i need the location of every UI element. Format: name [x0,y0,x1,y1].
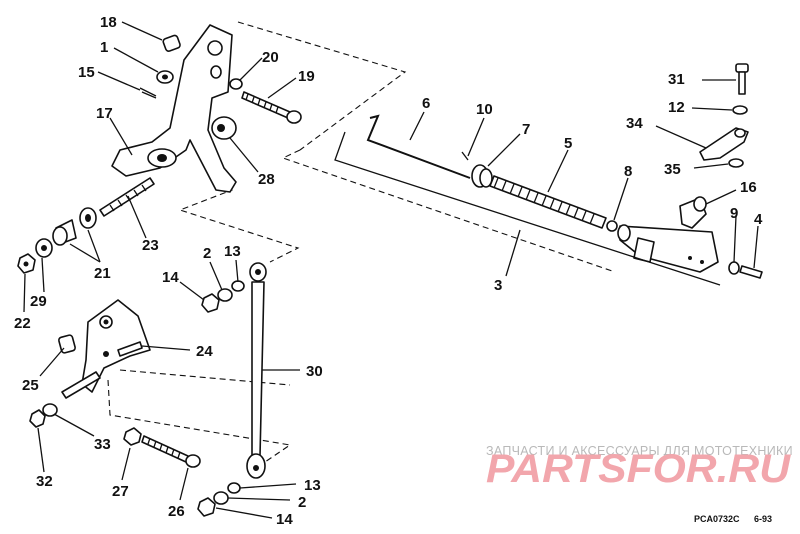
nut-22 [17,253,36,274]
callout-3: 3 [494,277,502,294]
spring-clip-10 [461,151,469,161]
callout-12: 12 [668,99,685,116]
callout-2-lower: 2 [298,494,306,511]
drawing-date: 6-93 [754,514,772,524]
link-rod-30 [246,262,267,479]
callout-22: 22 [14,315,31,332]
washer-1 [156,70,174,84]
callout-9: 9 [730,205,738,222]
screw-26 [141,435,201,468]
callout-29: 29 [30,293,47,310]
callout-34: 34 [626,115,643,132]
washer-9 [728,261,740,275]
callout-6: 6 [422,95,430,112]
watermark: ЗАПЧАСТИ И АКСЕССУАРЫ ДЛЯ МОТОТЕХНИКИ PA… [486,444,793,491]
screw-4 [739,265,763,279]
lever-bracket-24 [81,299,151,393]
callout-30: 30 [306,363,323,380]
stud-lower [61,371,101,399]
stud-23 [99,177,155,217]
callout-33: 33 [94,436,111,453]
callout-18: 18 [100,14,117,31]
callout-4: 4 [754,211,763,228]
callout-20: 20 [262,49,279,66]
roller-28 [211,116,237,140]
e-ring-7 [471,164,493,188]
nut-32 [29,409,46,428]
washer-33 [42,403,58,417]
callout-14-upper: 14 [162,269,179,286]
callout-23: 23 [142,237,159,254]
callout-26: 26 [168,503,185,520]
callout-1: 1 [100,39,108,56]
callout-28: 28 [258,171,275,188]
plunger-housing [617,224,719,273]
callout-numbers: 18 1 15 17 20 19 28 23 21 29 22 2 13 14 … [14,14,763,528]
cotter-pin-15 [139,87,157,99]
washer-35 [728,158,744,168]
callout-13-upper: 13 [224,243,241,260]
throttle-arm-bracket [111,24,237,193]
callout-13-lower: 13 [304,477,321,494]
bushing-set-21 [52,207,97,246]
callout-32: 32 [36,473,53,490]
watermark-logo: PARTSFOR.RU [486,447,791,491]
callout-31: 31 [668,71,685,88]
drawing-code: PCA0732C [694,514,740,524]
callout-17: 17 [96,105,113,122]
choke-rod-6 [366,114,471,179]
washer-12 [732,105,748,115]
callout-16: 16 [740,179,757,196]
callout-19: 19 [298,68,315,85]
bushing-18 [162,34,181,52]
callout-5: 5 [564,135,572,152]
callout-35: 35 [664,161,681,178]
callout-24: 24 [196,343,213,360]
washer-29 [35,238,53,258]
callout-7: 7 [522,121,530,138]
callout-27: 27 [112,483,129,500]
callout-8: 8 [624,163,632,180]
screw-31 [735,63,749,95]
actuator-16 [679,196,707,229]
spacer-25 [58,334,76,354]
nut-27 [123,427,142,446]
leader-lines [23,21,759,519]
fastener-group-upper [201,280,245,313]
nut-20 [229,78,243,90]
screw-19 [241,91,302,124]
callout-21: 21 [94,265,111,282]
ball-8 [606,220,618,232]
callout-14-lower: 14 [276,511,293,528]
spring-5 [489,175,607,229]
callout-10: 10 [476,101,493,118]
callout-15: 15 [78,64,95,81]
callout-2-upper: 2 [203,245,211,262]
watermark-tagline: ЗАПЧАСТИ И АКСЕССУАРЫ ДЛЯ МОТОТЕХНИКИ [486,444,793,458]
fastener-group-lower [197,482,241,517]
link-lever-34 [699,127,749,161]
callout-25: 25 [22,377,39,394]
